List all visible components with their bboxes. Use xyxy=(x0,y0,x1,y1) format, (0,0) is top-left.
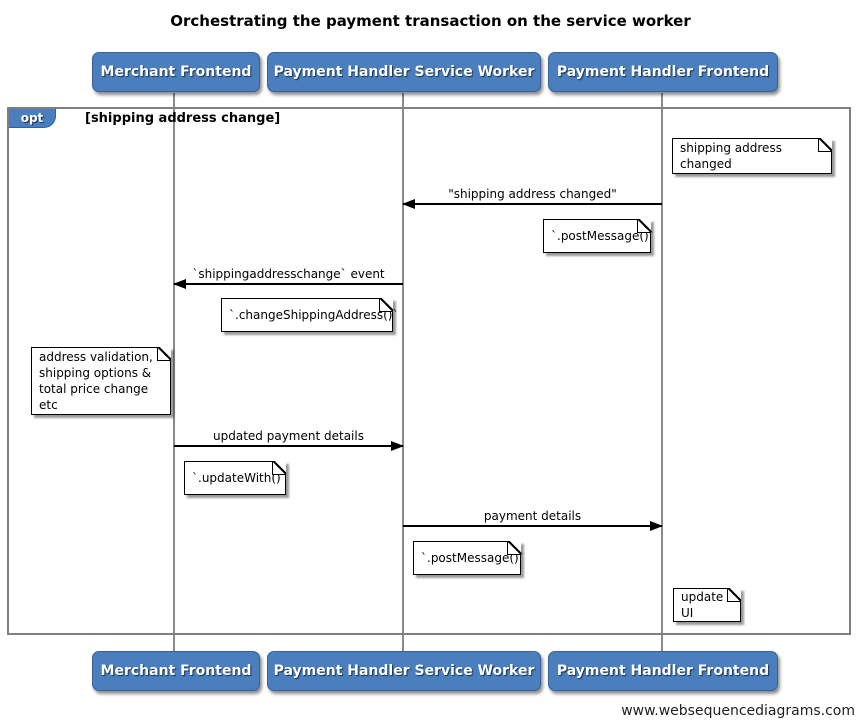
message-label: updated payment details xyxy=(213,429,364,443)
arrowhead-right-icon xyxy=(650,521,663,531)
note-text: update UI xyxy=(681,590,724,620)
lifeline-merchant-frontend xyxy=(173,93,175,651)
note-address-validation: address validation, shipping options & t… xyxy=(31,347,171,415)
note-postmessage-1: `.postMessage()` xyxy=(543,219,655,253)
opt-fragment-guard: [shipping address change] xyxy=(85,111,281,126)
actor-bottom-payment-handler-frontend: Payment Handler Frontend xyxy=(548,651,778,691)
message-arrow-updated-payment-details: updated payment details xyxy=(174,429,404,451)
websequencediagrams-watermark-link[interactable]: www.websequencediagrams.com xyxy=(621,703,855,719)
arrowhead-left-icon xyxy=(173,279,186,289)
actor-top-payment-handler-service-worker: Payment Handler Service Worker xyxy=(267,52,541,92)
opt-fragment-frame: opt [shipping address change] xyxy=(7,107,851,635)
arrowhead-left-icon xyxy=(402,199,415,209)
opt-fragment-operator: opt xyxy=(9,109,56,128)
actor-top-merchant-frontend: Merchant Frontend xyxy=(92,52,260,92)
note-fold-icon xyxy=(637,219,651,233)
note-fold-icon xyxy=(507,541,521,555)
lifeline-payment-handler-frontend xyxy=(661,93,663,651)
arrowhead-right-icon xyxy=(391,441,404,451)
note-fold-icon xyxy=(272,461,286,475)
note-fold-icon xyxy=(157,347,171,361)
actor-bottom-payment-handler-service-worker: Payment Handler Service Worker xyxy=(267,651,541,691)
actor-top-payment-handler-frontend: Payment Handler Frontend xyxy=(548,52,778,92)
message-label: "shipping address changed" xyxy=(448,187,617,201)
note-updatewith: `.updateWith()` xyxy=(184,461,287,495)
note-fold-icon xyxy=(818,138,832,152)
note-text: `.changeShippingAddress()` xyxy=(229,308,399,322)
note-text: `.postMessage()` xyxy=(421,551,525,565)
actor-bottom-merchant-frontend: Merchant Frontend xyxy=(92,651,260,691)
note-fold-icon xyxy=(379,298,393,312)
lifeline-payment-handler-service-worker xyxy=(402,93,404,651)
note-text: shipping address changed xyxy=(680,141,782,171)
message-label: payment details xyxy=(483,509,582,523)
note-changeshippingaddress: `.changeShippingAddress()` xyxy=(221,298,398,332)
note-text: `.updateWith()` xyxy=(192,471,287,485)
note-text: `.postMessage()` xyxy=(551,229,655,243)
note-update-ui: update UI xyxy=(673,588,741,622)
note-shipping-address-changed: shipping address changed xyxy=(672,138,832,174)
diagram-title: Orchestrating the payment transaction on… xyxy=(170,12,691,30)
note-postmessage-2: `.postMessage()` xyxy=(413,541,525,575)
message-arrow-payment-details: payment details xyxy=(403,509,663,531)
note-fold-icon xyxy=(727,588,741,602)
message-label: `shippingaddresschange` event xyxy=(192,267,385,281)
message-arrow-shipping-address-changed: "shipping address changed" xyxy=(402,187,662,209)
message-arrow-shippingaddresschange-event: `shippingaddresschange` event xyxy=(173,267,403,289)
note-text: address validation, shipping options & t… xyxy=(39,350,153,412)
